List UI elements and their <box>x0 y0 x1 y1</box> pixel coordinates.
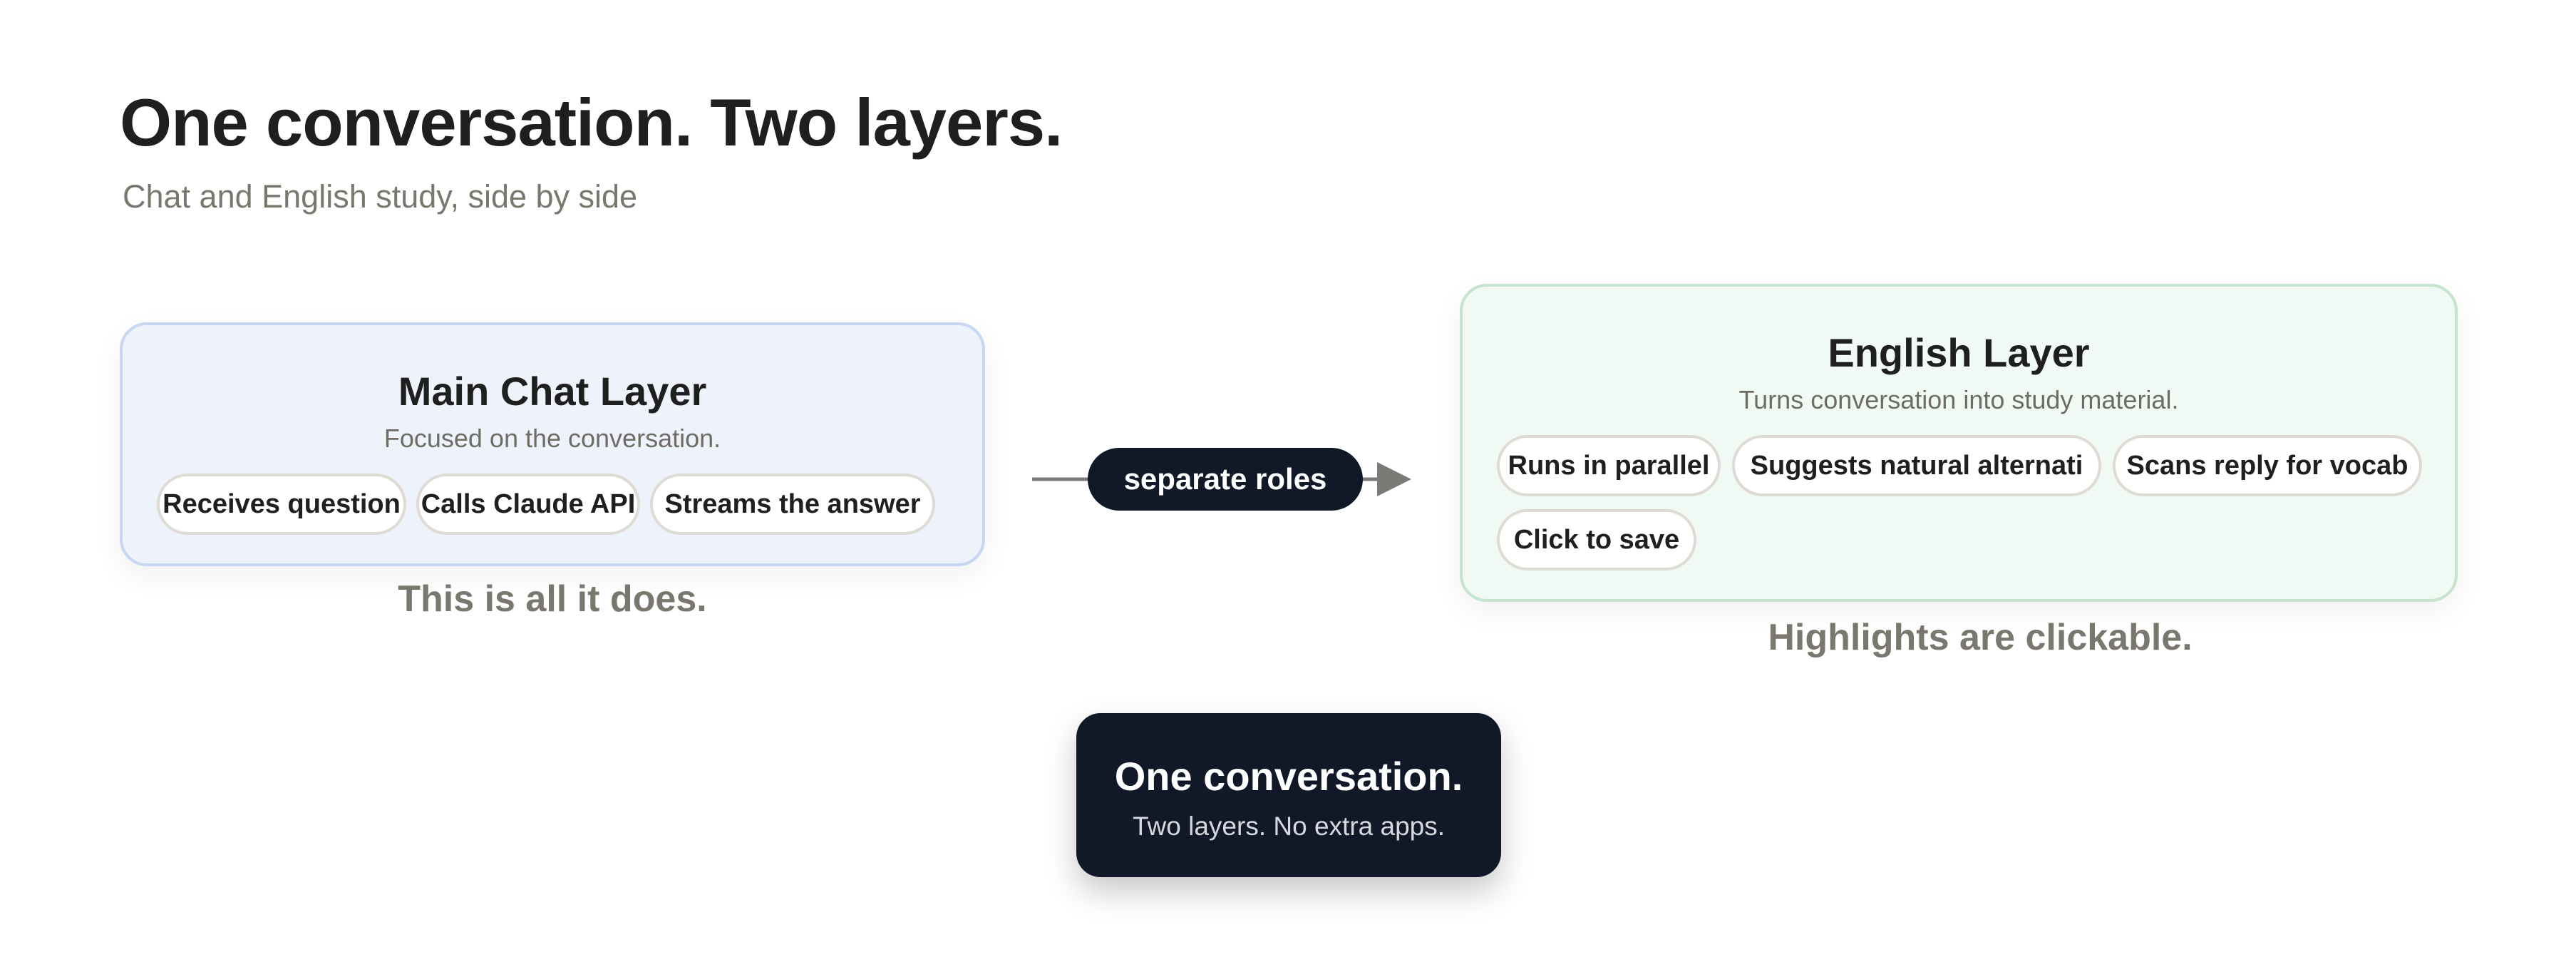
pill-click-to-save: Click to save <box>1497 509 1696 571</box>
main-chat-layer-card: Main Chat Layer Focused on the conversat… <box>120 322 985 566</box>
pill-streams-the-answer: Streams the answer <box>650 474 935 535</box>
english-layer-card: English Layer Turns conversation into st… <box>1460 284 2458 602</box>
pill-calls-claude-api: Calls Claude API <box>416 474 640 535</box>
main-chat-layer-description: Focused on the conversation. <box>383 424 721 453</box>
pill-scans-reply-for-vocab: Scans reply for vocab <box>2113 435 2422 496</box>
main-chat-layer-pills: Receives question Calls Claude API Strea… <box>123 474 982 538</box>
pill-receives-question: Receives question <box>157 474 406 535</box>
connector-label-badge: separate roles <box>1088 448 1363 511</box>
arrowhead-icon <box>1377 462 1411 496</box>
english-layer-title: English Layer <box>1828 330 2090 375</box>
summary-card: One conversation. Two layers. No extra a… <box>1076 713 1501 877</box>
main-chat-layer-title: Main Chat Layer <box>398 369 707 414</box>
english-layer-pills: Runs in parallel Suggests natural altern… <box>1463 435 2455 575</box>
summary-description: Two layers. No extra apps. <box>1132 812 1446 841</box>
page-subtitle: Chat and English study, side by side <box>123 178 638 215</box>
pill-runs-in-parallel: Runs in parallel <box>1497 435 1721 496</box>
page-title: One conversation. Two layers. <box>120 85 1063 160</box>
summary-title: One conversation. <box>1114 754 1463 799</box>
pill-suggests-natural-alternatives: Suggests natural alternati <box>1732 435 2101 496</box>
english-layer-caption: Highlights are clickable. <box>1768 617 2193 658</box>
main-chat-layer-caption: This is all it does. <box>398 578 707 620</box>
english-layer-description: Turns conversation into study material. <box>1738 385 2179 414</box>
